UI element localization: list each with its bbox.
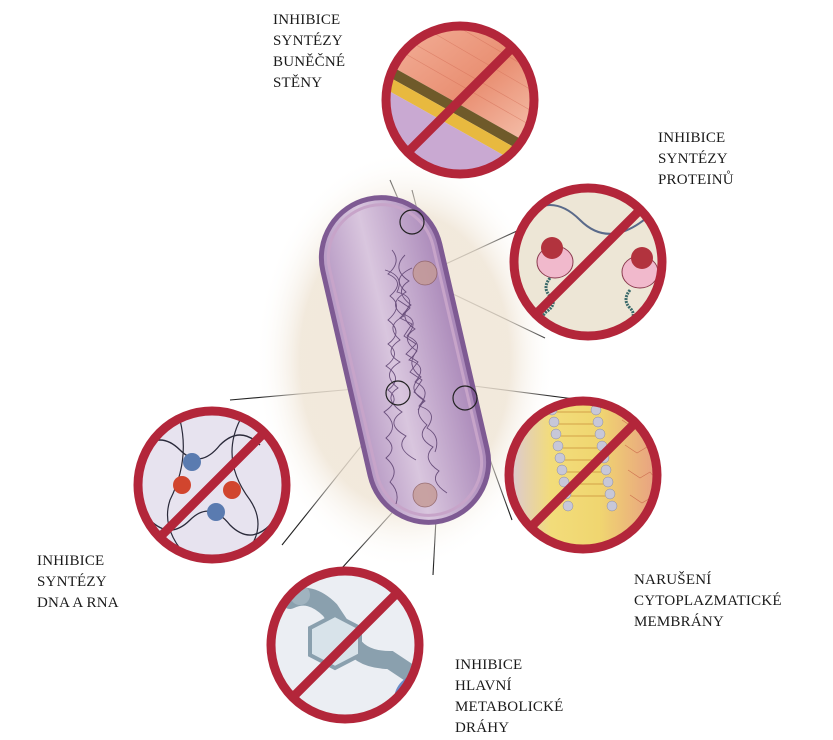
label-protein-synthesis: INHIBICE SYNTÉZY PROTEINŮ <box>658 128 734 191</box>
label-cell-wall-synthesis: INHIBICE SYNTÉZY BUNĚČNÉ STĚNY <box>273 10 345 94</box>
label-dna-rna-synthesis: INHIBICE SYNTÉZY DNA A RNA <box>37 551 119 614</box>
label-metabolic-pathway: INHIBICE HLAVNÍ METABOLICKÉ DRÁHY <box>455 655 564 739</box>
bacterium <box>255 150 555 570</box>
label-membrane-disruption: NARUŠENÍ CYTOPLAZMATICKÉ MEMBRÁNY <box>634 570 782 633</box>
metabolic-inset <box>265 565 446 726</box>
